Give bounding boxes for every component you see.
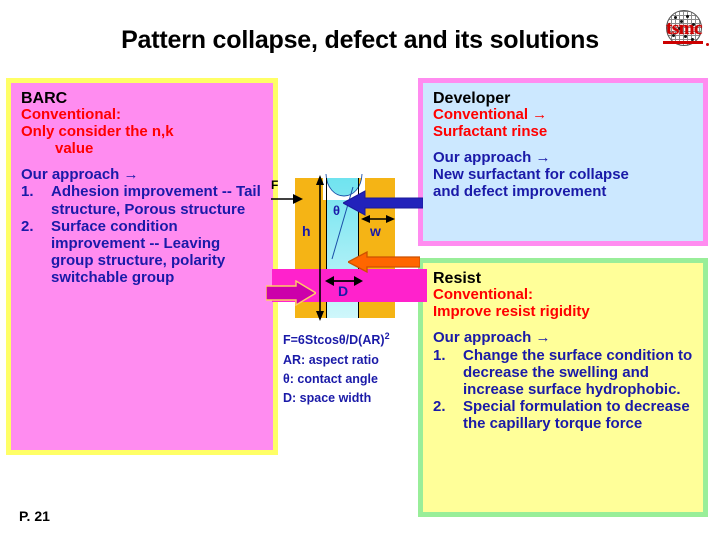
list-item-number: 1.: [21, 183, 34, 201]
developer-approach-line2: and defect improvement: [433, 182, 607, 200]
list-item-text: Special formulation to decrease the capi…: [463, 397, 690, 433]
barc-conventional-line1: Conventional:: [21, 106, 121, 124]
resist-callout-arrow: [348, 251, 420, 273]
sidewall-right: [358, 178, 359, 318]
formula-def-d: D: space width: [283, 391, 372, 406]
formula-equation: F=6Stcosθ/D(AR)2: [283, 331, 390, 348]
barc-callout-arrow: [266, 280, 316, 306]
formula-def-ar: AR: aspect ratio: [283, 352, 379, 367]
label-height: h: [302, 223, 311, 239]
logo-underline: [663, 41, 703, 44]
developer-heading: Developer: [433, 90, 511, 107]
label-width: w: [370, 223, 381, 239]
wafer-icon: [666, 10, 702, 46]
barc-heading: BARC: [21, 90, 68, 107]
list-item-text: Change the surface condition to decrease…: [463, 346, 693, 398]
tsmc-logo: tsmc: [655, 8, 713, 56]
resist-conventional-line2: Improve resist rigidity: [433, 302, 590, 320]
barc-conventional-line2: Only consider the n,k: [21, 122, 174, 140]
formula-def-theta: θ: contact angle: [283, 371, 378, 386]
list-item-text: Surface condition improvement -- Leaving…: [51, 217, 226, 286]
panel-barc[interactable]: BARC Conventional: Only consider the n,k…: [6, 78, 278, 455]
developer-approach-line1: New surfactant for collapse: [433, 165, 629, 183]
logo-registered-dot: [706, 43, 709, 46]
barc-conventional-line3: value: [55, 139, 94, 157]
list-item: 2. Special formulation to decrease the c…: [433, 398, 693, 432]
developer-conventional-line1: Conventional →: [433, 106, 548, 124]
panel-developer[interactable]: Developer Conventional → Surfactant rins…: [418, 78, 708, 246]
resist-approach-list: 1. Change the surface condition to decre…: [433, 347, 693, 432]
list-item: 1. Adhesion improvement -- Tail structur…: [21, 183, 263, 217]
label-force: F: [271, 178, 279, 192]
list-item-number: 1.: [433, 346, 446, 364]
height-dimension-arrow: [316, 175, 324, 321]
list-item: 1. Change the surface condition to decre…: [433, 347, 693, 398]
list-item: 2. Surface condition improvement -- Leav…: [21, 218, 263, 286]
list-item-number: 2.: [21, 217, 34, 235]
width-dimension-arrow: [361, 215, 395, 223]
developer-callout-arrow: [343, 190, 423, 216]
page-title: Pattern collapse, defect and its solutio…: [121, 26, 599, 54]
list-item-text: Adhesion improvement -- Tail structure, …: [51, 183, 261, 218]
resist-conventional-line1: Conventional:: [433, 286, 533, 304]
developer-conventional-line2: Surfactant rinse: [433, 122, 548, 140]
space-width-dimension-arrow: [325, 276, 363, 286]
barc-approach-label: Our approach →: [21, 165, 139, 183]
list-item-number: 2.: [433, 397, 446, 415]
meniscus-curve-icon: [323, 174, 365, 200]
developer-approach-label: Our approach →: [433, 148, 551, 166]
page-number: P. 21: [19, 508, 50, 524]
resist-heading: Resist: [433, 270, 482, 287]
label-space-width: D: [338, 283, 349, 299]
tsmc-wordmark: tsmc: [666, 18, 702, 39]
barc-approach-list: 1. Adhesion improvement -- Tail structur…: [21, 183, 263, 286]
capillary-force-formula: F=6Stcosθ/D(AR)2 AR: aspect ratio θ: con…: [283, 330, 423, 409]
label-theta: θ: [333, 203, 341, 218]
resist-approach-label: Our approach →: [433, 328, 551, 346]
force-arrow: [271, 194, 303, 204]
panel-resist[interactable]: Resist Conventional: Improve resist rigi…: [418, 258, 708, 517]
sidewall-left: [326, 178, 327, 318]
